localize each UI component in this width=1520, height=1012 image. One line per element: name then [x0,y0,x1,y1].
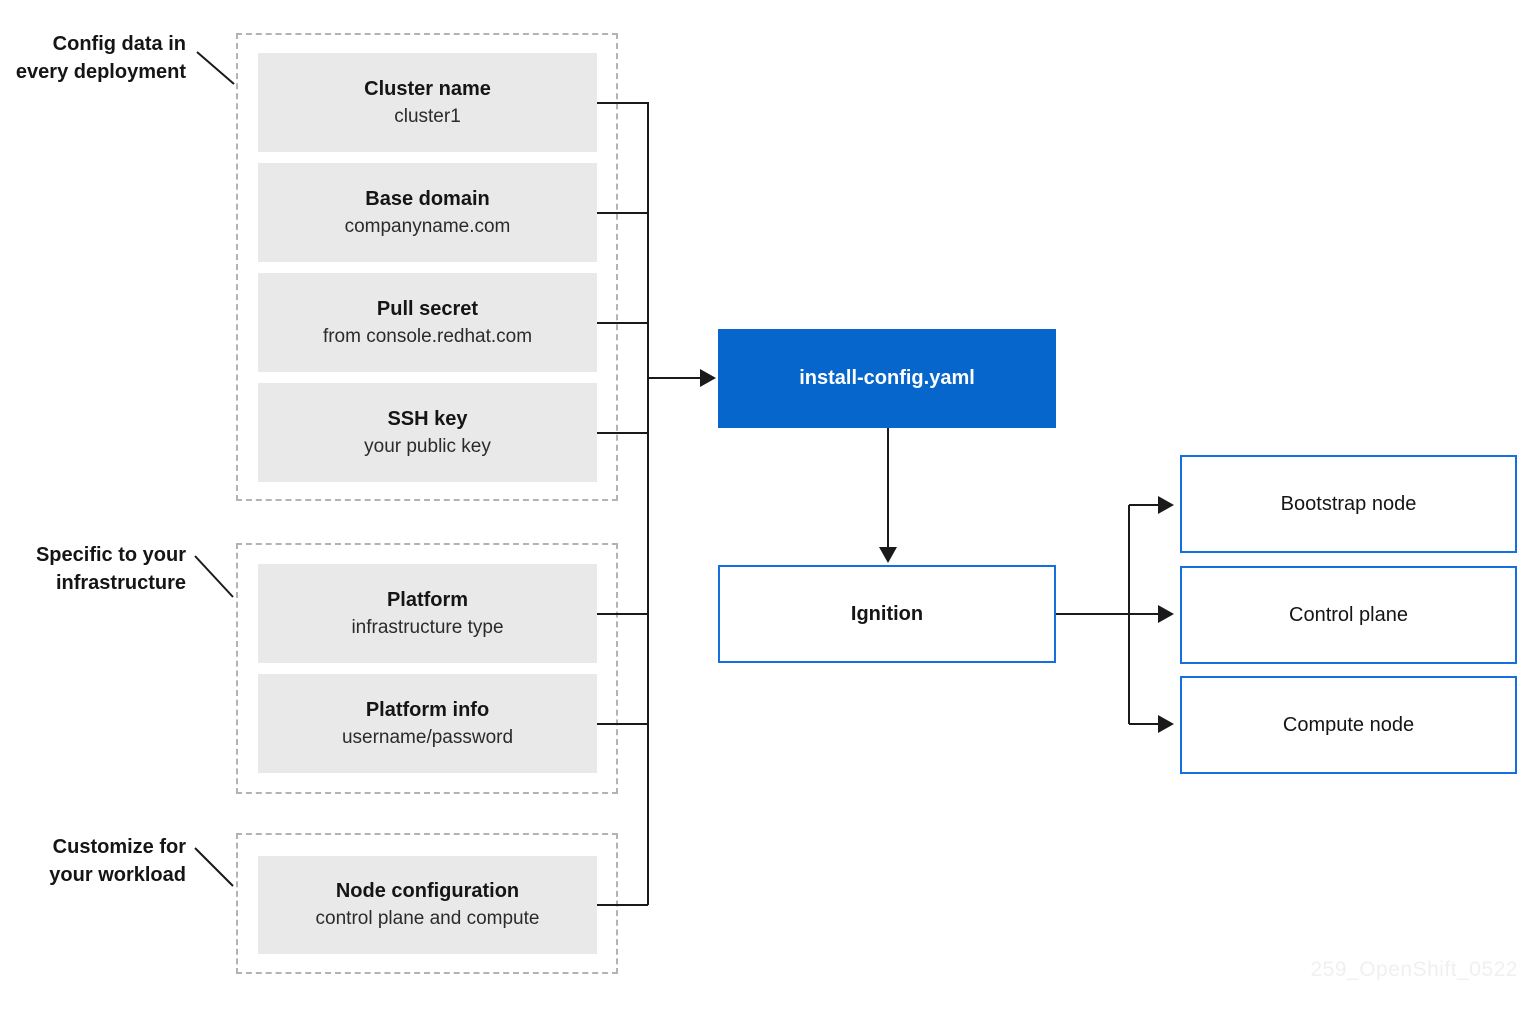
box-base-domain-subtitle: companyname.com [344,215,511,237]
box-node-configuration-title: Node configuration [335,880,520,902]
label-infrastructure-line2: infrastructure [55,572,186,594]
box-platform-subtitle: infrastructure type [351,616,504,638]
box-ssh-key-title: SSH key [387,407,468,430]
label-workload-line2: your workload [49,864,186,886]
box-platform-info: Platform info username/password [258,674,597,773]
ignition-label: Ignition [850,602,924,625]
box-ssh-key-subtitle: your public key [364,435,491,457]
label-config-data-line2: every deployment [15,61,186,83]
box-node-configuration-subtitle: control plane and compute [315,908,540,929]
group-workload-frame [236,833,618,974]
box-platform-info-title: Platform info [365,698,490,721]
box-base-domain-title: Base domain [365,187,490,210]
box-platform-info-subtitle: username/password [341,726,514,748]
box-pull-secret-title: Pull secret [376,297,479,320]
label-infrastructure: Specific to your infrastructure [0,541,186,597]
compute-node-label: Compute node [1282,713,1415,736]
watermark-text: 259_OpenShift_0522 [1310,958,1518,981]
bootstrap-node-label: Bootstrap node [1280,492,1417,515]
box-node-configuration: Node configuration control plane and com… [258,856,597,954]
control-plane-label: Control plane [1289,603,1408,626]
box-ssh-key: SSH key your public key [258,383,597,482]
label-workload: Customize for your workload [0,833,186,889]
box-platform: Platform infrastructure type [258,564,597,663]
box-pull-secret: Pull secret from console.redhat.com [258,273,597,372]
label-infrastructure-line1: Specific to your [35,544,186,566]
label-config-data-line1: Config data in [52,33,186,55]
box-pull-secret-subtitle: from console.redhat.com [322,325,533,347]
group-config-data-frame [236,33,618,501]
install-config-yaml-label: install-config.yaml [799,367,975,389]
label-config-data: Config data in every deployment [0,30,186,86]
ignition-box: Ignition [718,565,1056,663]
compute-node-box: Compute node [1180,676,1517,774]
bootstrap-node-box: Bootstrap node [1180,455,1517,553]
label-workload-line1: Customize for [52,836,186,858]
box-cluster-name-title: Cluster name [364,77,491,100]
install-config-yaml-box: install-config.yaml [718,329,1056,428]
control-plane-box: Control plane [1180,566,1517,664]
group-infrastructure-frame [236,543,618,794]
box-platform-title: Platform [386,588,469,611]
box-base-domain: Base domain companyname.com [258,163,597,262]
box-cluster-name: Cluster name cluster1 [258,53,597,152]
box-cluster-name-subtitle: cluster1 [394,105,461,127]
